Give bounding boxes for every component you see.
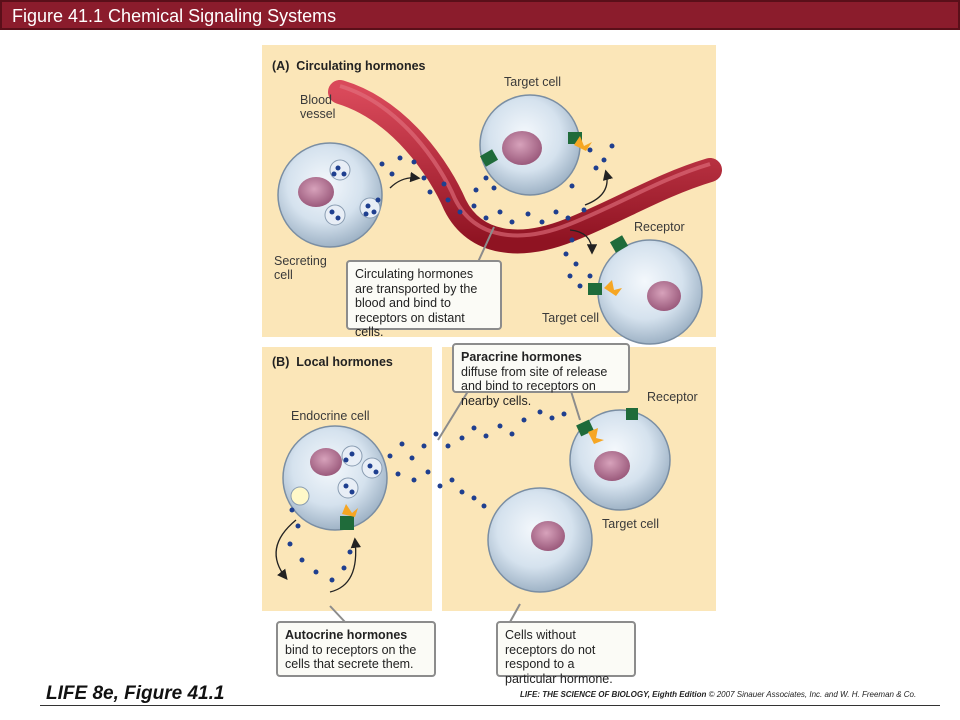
- arrow-autocrine-down: [275, 519, 297, 581]
- footer-rule: [40, 705, 940, 706]
- arrow-to-target-bottom: [569, 229, 598, 255]
- hormone-dots-b: [287, 409, 567, 583]
- autocrine-pointer: [329, 605, 346, 623]
- receptor-b-label: Receptor: [647, 390, 698, 404]
- blood-vessel-label: Blood vessel: [300, 93, 336, 121]
- callout-a-pointer: [477, 226, 495, 263]
- arrow-to-target-top: [584, 169, 613, 206]
- title-bar: Figure 41.1 Chemical Signaling Systems: [0, 0, 960, 30]
- arrow-secretion: [389, 171, 421, 189]
- footer-book-title: LIFE: THE SCIENCE OF BIOLOGY, Eighth Edi…: [520, 690, 707, 699]
- autocrine-text: bind to receptors on the cells that secr…: [285, 642, 417, 672]
- no-receptor-pointer: [509, 603, 521, 623]
- hormone-dots-a: [329, 143, 615, 289]
- secreting-cell: [277, 142, 383, 248]
- blood-vessel: [328, 80, 722, 254]
- endocrine-cell: [282, 425, 388, 531]
- paracrine-pointer: [437, 387, 471, 441]
- target-cell-top-label: Target cell: [504, 75, 561, 89]
- target-cell-bottom-label: Target cell: [542, 311, 599, 325]
- paracrine-callout: Paracrine hormones diffuse from site of …: [452, 343, 630, 408]
- secreting-cell-label: Secreting cell: [274, 254, 327, 282]
- slide-title: Figure 41.1 Chemical Signaling Systems: [12, 6, 337, 26]
- footer-copyright: © 2007 Sinauer Associates, Inc. and W. H…: [706, 690, 917, 699]
- target-cell-bottom: [588, 235, 703, 345]
- no-receptor-callout: Cells without receptors do not respond t…: [496, 621, 636, 686]
- cell-without-receptors: [487, 487, 593, 593]
- endocrine-cell-label: Endocrine cell: [291, 409, 370, 423]
- panel-a-heading: (A) Circulating hormones: [272, 59, 426, 73]
- target-cell-paracrine: [569, 408, 671, 511]
- autocrine-bold: Autocrine hormones: [285, 628, 408, 642]
- paracrine-pointer-2: [569, 387, 581, 421]
- receptor-a-label: Receptor: [634, 220, 685, 234]
- target-cell-b-label: Target cell: [602, 517, 659, 531]
- paracrine-bold: Paracrine hormones: [461, 350, 582, 364]
- target-cell-top: [479, 94, 592, 196]
- panel-b-heading: (B) Local hormones: [272, 355, 393, 369]
- paracrine-text: diffuse from site of release and bind to…: [461, 364, 608, 408]
- footer-credit: LIFE: THE SCIENCE OF BIOLOGY, Eighth Edi…: [520, 690, 916, 699]
- circulating-callout: Circulating hormones are transported by …: [346, 260, 502, 339]
- footer-figure-label: LIFE 8e, Figure 41.1: [46, 683, 225, 704]
- autocrine-callout: Autocrine hormones bind to receptors on …: [276, 621, 436, 677]
- arrow-autocrine-up: [329, 537, 362, 593]
